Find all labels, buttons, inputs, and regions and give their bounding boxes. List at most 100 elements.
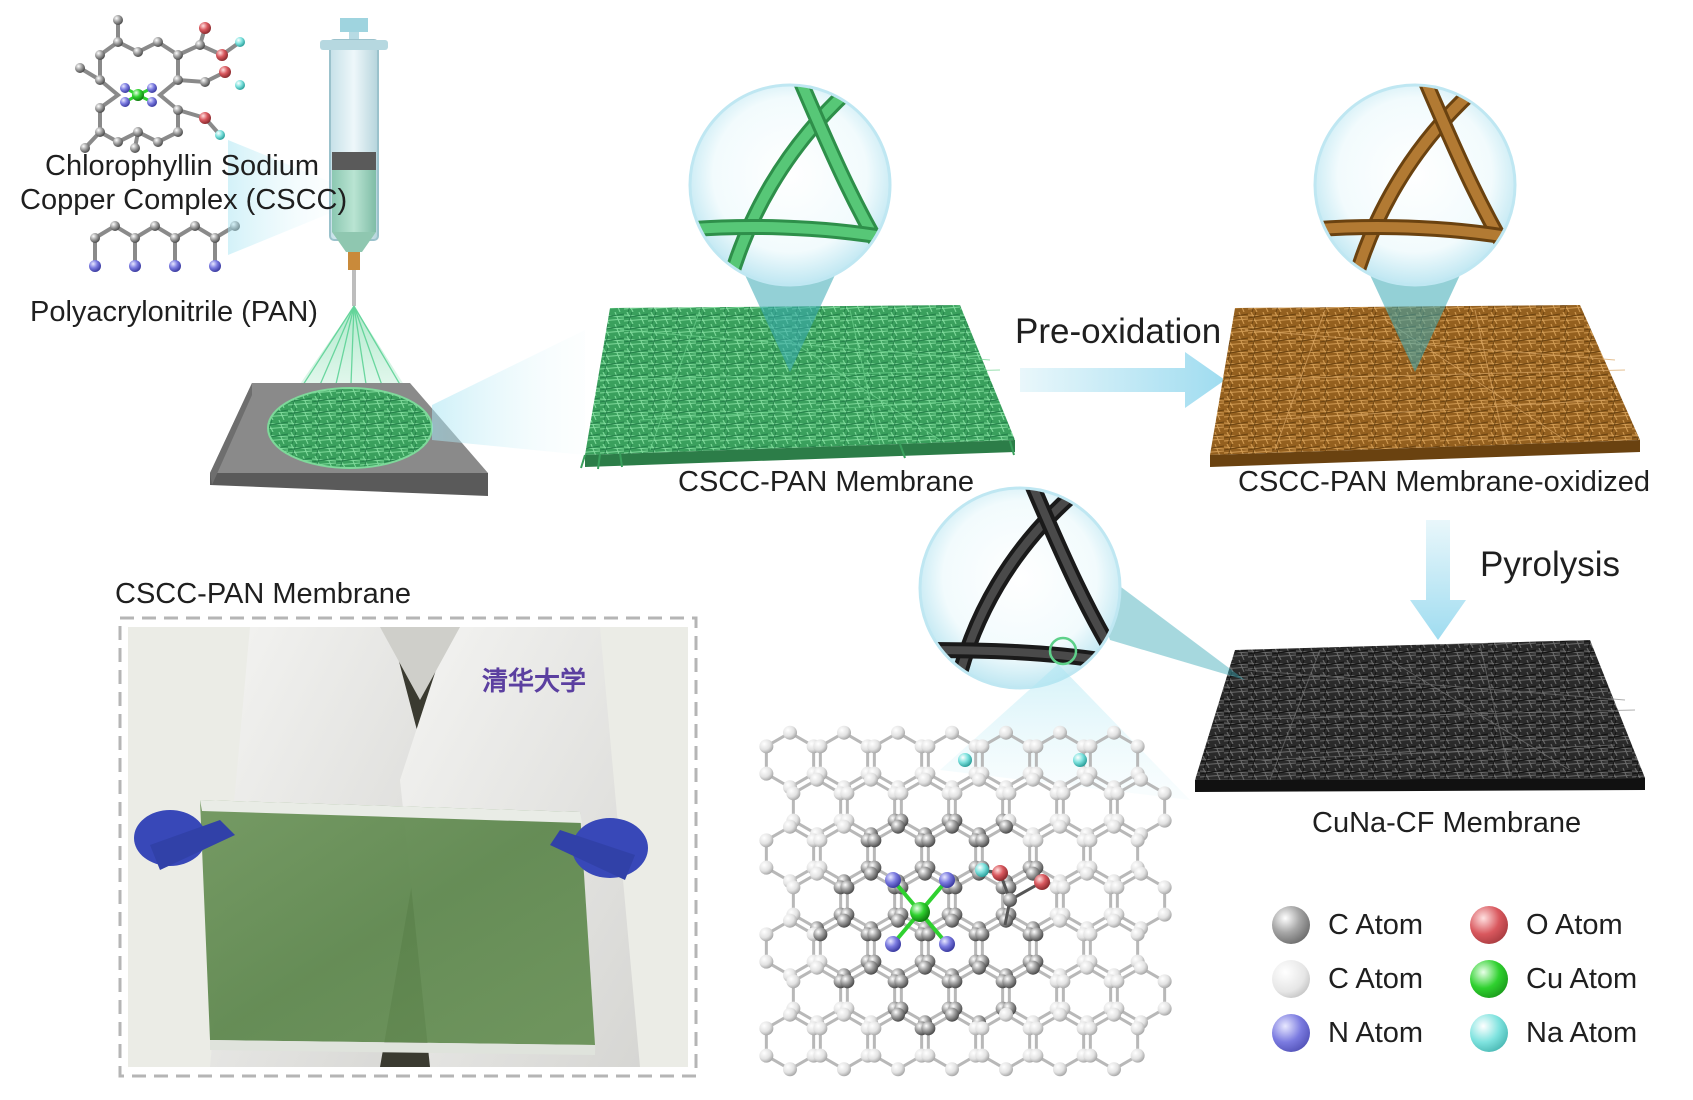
lattice-atom (840, 786, 855, 801)
lattice-atom (891, 1062, 905, 1077)
lattice-atom (810, 866, 824, 881)
lattice-atom (1083, 739, 1098, 754)
lattice-atom (867, 927, 882, 942)
lattice-atom (837, 1007, 851, 1022)
lattice-atom (1029, 1048, 1044, 1063)
lattice-atom (1002, 974, 1017, 989)
lattice-atom (1026, 960, 1040, 975)
cf-membrane-label: CuNa-CF Membrane (1312, 807, 1582, 839)
nitrogen-sphere-icon (1272, 1014, 1310, 1052)
carbon-dark-sphere-icon (1272, 906, 1310, 944)
lattice-atom (1083, 1021, 1098, 1036)
lattice-atom (759, 1021, 774, 1036)
lattice-atom (1107, 1007, 1121, 1022)
lattice-atom (1107, 819, 1121, 834)
oxygen-atom (992, 865, 1008, 881)
syringe (320, 18, 388, 306)
lattice-atom (975, 1048, 990, 1063)
lattice-atom (1083, 1048, 1098, 1063)
lattice-atom (759, 954, 774, 969)
lattice-atom (786, 974, 801, 989)
lattice-atom (1130, 1021, 1145, 1036)
legend-label: N Atom (1328, 1016, 1424, 1049)
lattice-atom (999, 725, 1013, 740)
lattice-atom (999, 1062, 1013, 1077)
lattice-atom (840, 974, 855, 989)
pan-molecule (89, 221, 240, 272)
lattice-atom (813, 1021, 828, 1036)
lattice-atom (891, 913, 905, 928)
green-membrane (580, 305, 1015, 470)
lattice-atom (1134, 866, 1148, 881)
sodium-sphere-icon (1470, 1014, 1508, 1052)
lattice-atom (867, 739, 882, 754)
legend-label: Cu Atom (1526, 962, 1638, 995)
lattice-atom (975, 739, 990, 754)
lattice-atom (1110, 974, 1125, 989)
nitrogen-atom (885, 872, 901, 888)
lattice-atom (1029, 1021, 1044, 1036)
lattice-atom (1110, 786, 1125, 801)
lattice-atom (921, 739, 936, 754)
lattice-atom (1134, 772, 1148, 787)
lattice-atom (810, 960, 824, 975)
lattice-atom (759, 1048, 774, 1063)
lattice-atom (1083, 833, 1098, 848)
lattice-atom (810, 772, 824, 787)
lattice-atom (759, 927, 774, 942)
legend-label: C Atom (1328, 962, 1424, 995)
lattice-atom (1080, 772, 1094, 787)
lattice-atom (1053, 913, 1067, 928)
lattice-atom (1157, 813, 1172, 828)
oxygen-sphere-icon (1470, 906, 1508, 944)
legend-item-o: O Atom (1470, 906, 1623, 944)
pan-label: Polyacrylonitrile (PAN) (30, 296, 318, 328)
lattice-atom (891, 725, 905, 740)
oxidized-membrane-label: CSCC-PAN Membrane-oxidized (1238, 466, 1651, 498)
lattice-atom (1083, 927, 1098, 942)
lattice-atom (783, 819, 797, 834)
lattice-atom (948, 974, 963, 989)
lattice-atom (921, 927, 936, 942)
lattice-atom (837, 913, 851, 928)
lattice-atom (1053, 725, 1067, 740)
lattice-atom (894, 974, 909, 989)
legend-label: O Atom (1526, 908, 1623, 941)
membrane-label: CSCC-PAN Membrane (678, 466, 974, 498)
oxidized-membrane (1210, 305, 1640, 467)
lattice-atom (1029, 927, 1044, 942)
lattice-atom (918, 772, 932, 787)
lattice-atom (783, 1007, 797, 1022)
lattice-atom (1053, 819, 1067, 834)
carbon-fiber-membrane (1195, 640, 1645, 792)
lattice-atom (1056, 786, 1071, 801)
lattice-atom (1130, 927, 1145, 942)
pyrolysis-arrow (1410, 520, 1466, 640)
lattice-atom (921, 1021, 936, 1036)
lattice-atom (1130, 833, 1145, 848)
lattice-atom (813, 833, 828, 848)
lattice-atom (1134, 960, 1148, 975)
lattice-atom (918, 960, 932, 975)
site-highlight-ring (1048, 636, 1078, 666)
lattice-atom (864, 866, 878, 881)
legend-label: C Atom (1328, 908, 1424, 941)
legend-item-n: N Atom (1272, 1014, 1423, 1052)
copper-atom (910, 902, 930, 922)
carbon-atom (1003, 893, 1017, 907)
lattice-atom (783, 1062, 797, 1077)
lattice-atom (1080, 960, 1094, 975)
lattice-atom (837, 1062, 851, 1077)
nitrogen-atom (939, 872, 955, 888)
sodium-atom (1073, 753, 1087, 767)
preoxidation-label: Pre-oxidation (1015, 312, 1222, 351)
lattice-atom (945, 913, 959, 928)
fiber-zoom-bubble-green (688, 83, 892, 287)
lattice-atom (891, 1007, 905, 1022)
lattice-atom (1157, 974, 1172, 989)
lattice-atom (1157, 786, 1172, 801)
lattice-atom (1053, 1007, 1067, 1022)
lattice-atom (837, 819, 851, 834)
oxygen-atom (1034, 874, 1050, 890)
